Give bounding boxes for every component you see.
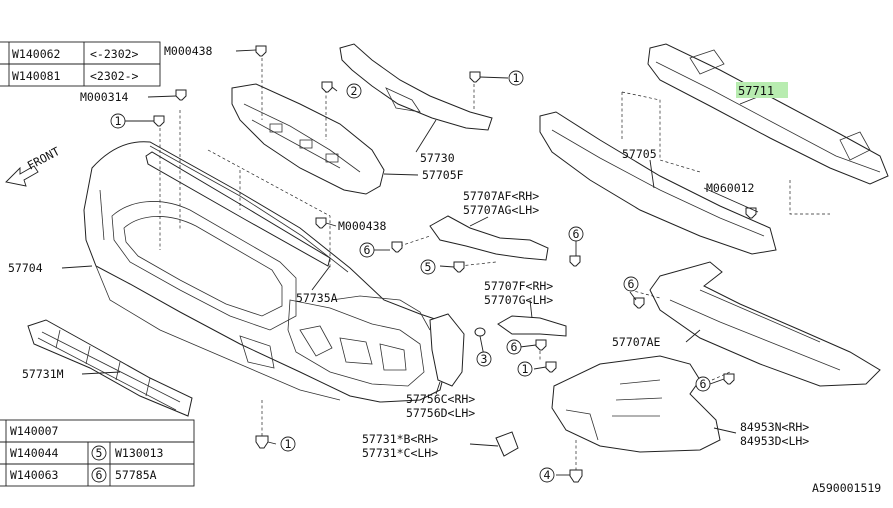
energy-absorber [539, 111, 777, 255]
label-57735a: 57735A [296, 291, 338, 305]
under-cover [649, 261, 881, 387]
table-range-post: <2302-> [90, 69, 139, 83]
table-code-w140007: W140007 [10, 424, 59, 438]
part-labels: M000438 M000314 57730 57705F M000438 577… [8, 44, 881, 495]
table-range-pre: <-2302> [90, 47, 139, 61]
label-m000438-top: M000438 [164, 44, 213, 58]
diagram-reference-code: A590001519 [812, 481, 881, 495]
callout-num-6-a: 6 [364, 243, 371, 257]
callout-num-6-c: 6 [628, 277, 635, 291]
label-84953d: 84953D<LH> [740, 434, 809, 448]
leader-lines [61, 49, 761, 476]
callout-num-6-b: 6 [573, 227, 580, 241]
table-code-w140062: W140062 [12, 47, 60, 61]
label-57705f: 57705F [422, 168, 464, 182]
callout-num-1-mid: 1 [522, 362, 529, 376]
callout-num-3: 3 [481, 352, 488, 366]
center-bracket [339, 43, 493, 131]
label-57707g: 57707G<LH> [484, 293, 553, 307]
label-57756c: 57756C<RH> [406, 392, 475, 406]
small-clip-piece [495, 431, 519, 457]
callout-num-2: 2 [351, 84, 358, 98]
callout-num-6-d: 6 [511, 340, 518, 354]
bottom-reference-table: W140007 W140044 5 W130013 W140063 6 5778… [0, 419, 195, 487]
table-code-57785a: 57785A [115, 468, 157, 482]
label-m060012: M060012 [706, 181, 754, 195]
table-num-6: 6 [96, 468, 103, 482]
label-57756d: 57756D<LH> [406, 406, 475, 420]
front-bumper-cover [83, 141, 451, 403]
label-57731m: 57731M [22, 367, 64, 381]
table-num-5: 5 [96, 446, 103, 460]
air-duct [429, 313, 465, 387]
front-direction-arrow: FRONT [5, 144, 62, 187]
callout-num-5: 5 [425, 260, 432, 274]
top-reference-table: W140062 <-2302> W140081 <2302-> [0, 41, 161, 87]
label-57707ae: 57707AE [612, 335, 661, 349]
table-code-w140044: W140044 [10, 446, 59, 460]
label-m000438-mid: M000438 [338, 219, 387, 233]
guide-lines [159, 58, 830, 470]
callout-num-1-left: 1 [115, 114, 122, 128]
label-m000314: M000314 [80, 90, 129, 104]
callout-num-1-bottom: 1 [285, 437, 292, 451]
table-code-w130013: W130013 [115, 446, 164, 460]
callout-num-1-top: 1 [513, 71, 520, 85]
callout-num-4: 4 [544, 468, 551, 482]
lower-grille [27, 319, 193, 417]
label-57707f: 57707F<RH> [484, 279, 553, 293]
label-84953n: 84953N<RH> [740, 420, 809, 434]
label-57705: 57705 [622, 147, 657, 161]
upper-grille-strip [145, 151, 331, 267]
fog-lamp-cover [551, 355, 721, 453]
bumper-beam [647, 43, 889, 185]
side-bracket-lower [497, 315, 567, 337]
highlight-57711 [736, 82, 788, 98]
label-57731b: 57731*B<RH> [362, 432, 438, 446]
side-bracket-upper [429, 215, 549, 261]
label-57711: 57711 [738, 84, 774, 98]
table-code-w140081: W140081 [12, 69, 61, 83]
upper-bracket [231, 83, 385, 195]
label-57707ag: 57707AG<LH> [463, 203, 539, 217]
table-code-w140063: W140063 [10, 468, 59, 482]
label-57730: 57730 [420, 151, 455, 165]
callout-num-6-e: 6 [700, 377, 707, 391]
label-57707af: 57707AF<RH> [463, 189, 539, 203]
front-label: FRONT [25, 144, 62, 173]
callout-circles: 1 1 2 6 5 6 6 6 3 1 6 1 4 [110, 70, 711, 483]
label-57731c: 57731*C<LH> [362, 446, 438, 460]
label-57704: 57704 [8, 261, 43, 275]
